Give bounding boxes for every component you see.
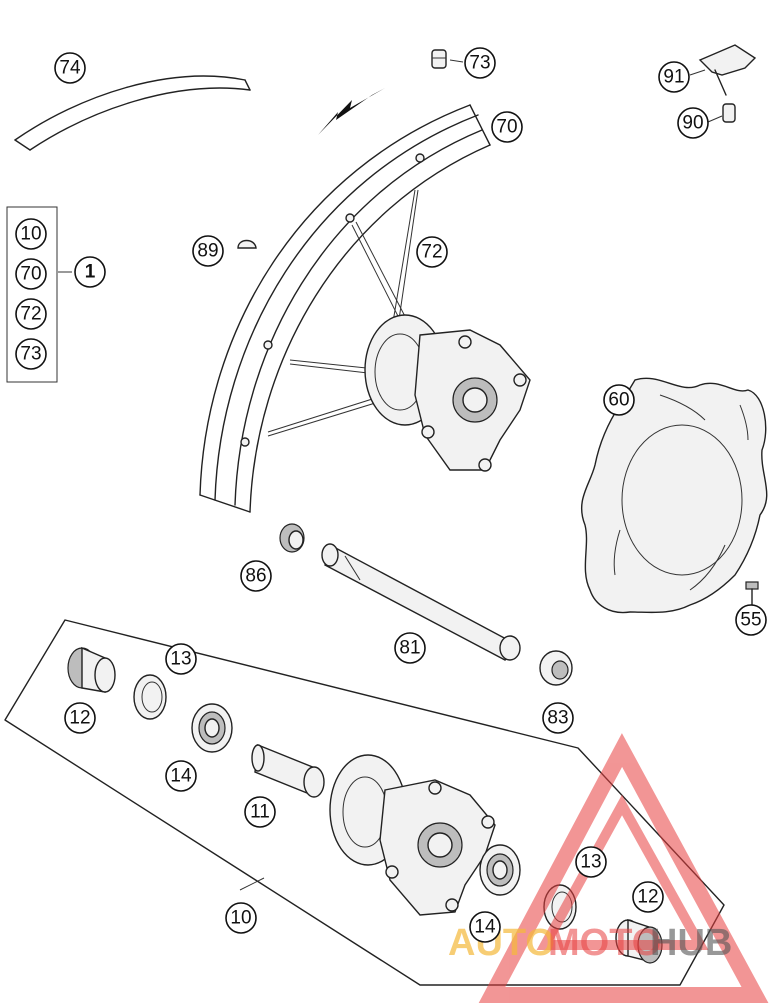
kit-list bbox=[6, 206, 58, 383]
callout-11: 11 bbox=[244, 796, 276, 828]
watermark-hub: HUB bbox=[650, 922, 732, 964]
rotation-arrow bbox=[318, 88, 385, 135]
hub-assembled bbox=[364, 314, 531, 472]
kit-item-70: 70 bbox=[15, 258, 47, 290]
callout-91: 91 bbox=[658, 61, 690, 93]
svg-text:13: 13 bbox=[170, 649, 191, 670]
exploded-frame bbox=[4, 619, 725, 986]
svg-text:14: 14 bbox=[474, 917, 496, 938]
callout-73: 73 bbox=[464, 47, 496, 79]
svg-text:73: 73 bbox=[469, 53, 490, 74]
callout-70: 70 bbox=[491, 111, 523, 143]
valve-cap-tool bbox=[698, 44, 757, 96]
svg-text:60: 60 bbox=[608, 390, 629, 411]
kit-item-72: 72 bbox=[15, 298, 47, 330]
callout-12-bottom: 12 bbox=[632, 881, 664, 913]
axle-spacer bbox=[539, 650, 573, 686]
watermark-auto: AUTO bbox=[448, 922, 555, 964]
bearing-right bbox=[479, 844, 521, 896]
rim-tape bbox=[14, 75, 251, 151]
watermark-text: AUTO MOTO HUB bbox=[448, 922, 732, 964]
rim-plug bbox=[237, 239, 257, 249]
svg-text:72: 72 bbox=[20, 304, 41, 325]
svg-text:70: 70 bbox=[20, 264, 41, 285]
callout-81: 81 bbox=[394, 632, 426, 664]
callout-89: 89 bbox=[192, 235, 224, 267]
callout-74: 74 bbox=[54, 52, 86, 84]
disc-bolt bbox=[745, 581, 759, 607]
watermark-triangle bbox=[478, 733, 769, 1003]
rim bbox=[199, 104, 491, 513]
hub-exploded bbox=[329, 754, 496, 916]
seal-ring-left bbox=[133, 674, 167, 720]
callout-60: 60 bbox=[603, 384, 635, 416]
axle bbox=[321, 543, 521, 661]
svg-text:72: 72 bbox=[421, 242, 442, 263]
callout-10: 10 bbox=[225, 902, 257, 934]
callout-90: 90 bbox=[677, 107, 709, 139]
svg-text:83: 83 bbox=[547, 708, 568, 729]
callout-55: 55 bbox=[735, 604, 767, 636]
svg-text:12: 12 bbox=[69, 708, 90, 729]
callout-72: 72 bbox=[416, 236, 448, 268]
bearing-left bbox=[191, 703, 233, 753]
callout-14-bottom: 14 bbox=[469, 911, 501, 943]
valve-nut bbox=[431, 49, 447, 69]
callout-13-bottom: 13 bbox=[575, 846, 607, 878]
svg-text:14: 14 bbox=[170, 766, 192, 787]
svg-text:81: 81 bbox=[399, 638, 420, 659]
svg-text:86: 86 bbox=[245, 566, 266, 587]
svg-text:10: 10 bbox=[20, 224, 41, 245]
svg-text:55: 55 bbox=[740, 610, 761, 631]
leader-lines bbox=[58, 59, 723, 891]
spacer bbox=[279, 523, 305, 553]
kit-item-73: 73 bbox=[15, 338, 47, 370]
callout-12-top: 12 bbox=[64, 702, 96, 734]
valve-insert bbox=[722, 103, 736, 123]
callout-86: 86 bbox=[240, 560, 272, 592]
callout-14-top: 14 bbox=[165, 760, 197, 792]
brake-disc bbox=[580, 377, 768, 614]
svg-text:12: 12 bbox=[637, 887, 658, 908]
svg-text:73: 73 bbox=[20, 344, 41, 365]
svg-text:89: 89 bbox=[197, 241, 218, 262]
shaft-seal-left bbox=[67, 646, 116, 693]
svg-text:90: 90 bbox=[682, 113, 703, 134]
svg-text:10: 10 bbox=[230, 908, 251, 929]
svg-text:13: 13 bbox=[580, 852, 601, 873]
kit-label: 1 bbox=[74, 256, 106, 288]
kit-item-10: 10 bbox=[15, 218, 47, 250]
svg-text:74: 74 bbox=[59, 58, 81, 79]
svg-text:70: 70 bbox=[496, 117, 517, 138]
callout-83: 83 bbox=[542, 702, 574, 734]
svg-text:91: 91 bbox=[663, 67, 684, 88]
callout-13-top: 13 bbox=[165, 643, 197, 675]
svg-text:1: 1 bbox=[85, 262, 96, 283]
distance-sleeve bbox=[251, 744, 325, 798]
watermark-moto: MOTO bbox=[548, 922, 661, 964]
svg-text:11: 11 bbox=[250, 802, 270, 823]
